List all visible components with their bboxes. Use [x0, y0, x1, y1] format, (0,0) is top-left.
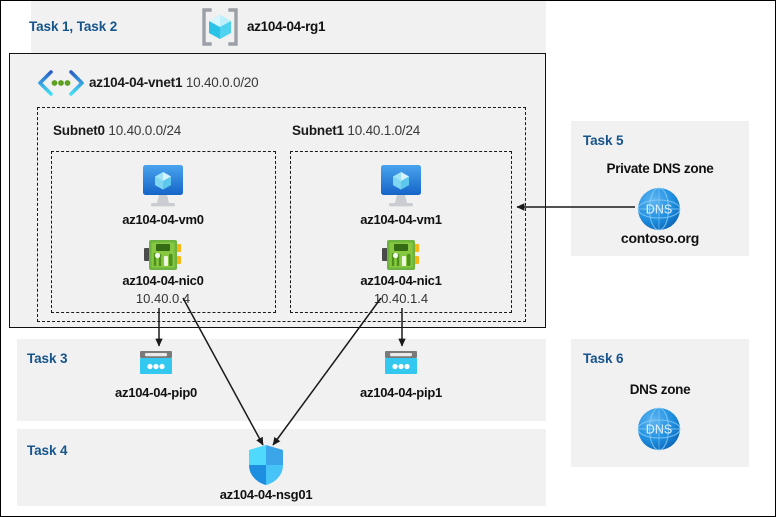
public-dns-title: DNS zone — [629, 382, 691, 397]
private-dns-title: Private DNS zone — [606, 161, 714, 176]
subnet1-box — [290, 151, 512, 313]
dns-zone-globe-icon: DNS — [635, 185, 683, 233]
network-interface-icon — [381, 237, 421, 273]
pip0-label: az104-04-pip0 — [114, 385, 197, 400]
resource-group-cube-icon — [199, 7, 241, 47]
subnet0-name: Subnet0 — [53, 123, 105, 138]
pip1-label: az104-04-pip1 — [359, 385, 442, 400]
subnet1-name: Subnet1 — [292, 123, 344, 138]
svg-text:DNS: DNS — [646, 423, 672, 437]
task-label-6: Task 6 — [583, 351, 624, 366]
subnet0-box — [51, 151, 276, 313]
vm1-label: az104-04-vm1 — [360, 212, 442, 227]
private-dns-name: contoso.org — [620, 230, 700, 246]
dns-zone-globe-icon: DNS — [635, 405, 683, 453]
resource-group-name: az104-04-rg1 — [247, 19, 326, 34]
resource-group-panel — [31, 1, 546, 53]
task-label-5: Task 5 — [583, 133, 624, 148]
public-ip-address-icon — [383, 349, 419, 379]
public-ip-panel — [17, 339, 546, 421]
virtual-network-icon — [37, 69, 85, 97]
subnet1-address-prefix: 10.40.1.0/24 — [347, 123, 421, 138]
nic0-ip: 10.40.0.4 — [135, 291, 191, 306]
subnet1-header: Subnet1 10.40.1.0/24 — [292, 123, 420, 138]
vm0-label: az104-04-vm0 — [122, 212, 204, 227]
virtual-machine-icon — [137, 163, 189, 209]
nic0-label: az104-04-nic0 — [122, 273, 204, 288]
public-ip-address-icon — [138, 349, 174, 379]
network-security-group-shield-icon — [246, 443, 286, 487]
subnet0-header: Subnet0 10.40.0.0/24 — [53, 123, 181, 138]
network-interface-icon — [143, 237, 183, 273]
nsg-label: az104-04-nsg01 — [219, 487, 313, 502]
vnet-header: az104-04-vnet1 10.40.0.0/20 — [89, 75, 259, 90]
nic1-label: az104-04-nic1 — [360, 273, 442, 288]
svg-text:DNS: DNS — [646, 203, 672, 217]
subnet0-address-prefix: 10.40.0.0/24 — [108, 123, 182, 138]
vnet-address-space: 10.40.0.0/20 — [185, 75, 259, 90]
vnet-name: az104-04-vnet1 — [89, 75, 183, 90]
nic1-ip: 10.40.1.4 — [373, 291, 429, 306]
task-label-3: Task 3 — [27, 351, 68, 366]
virtual-machine-icon — [375, 163, 427, 209]
task-label-1-2: Task 1, Task 2 — [29, 19, 118, 34]
task-label-4: Task 4 — [27, 443, 68, 458]
